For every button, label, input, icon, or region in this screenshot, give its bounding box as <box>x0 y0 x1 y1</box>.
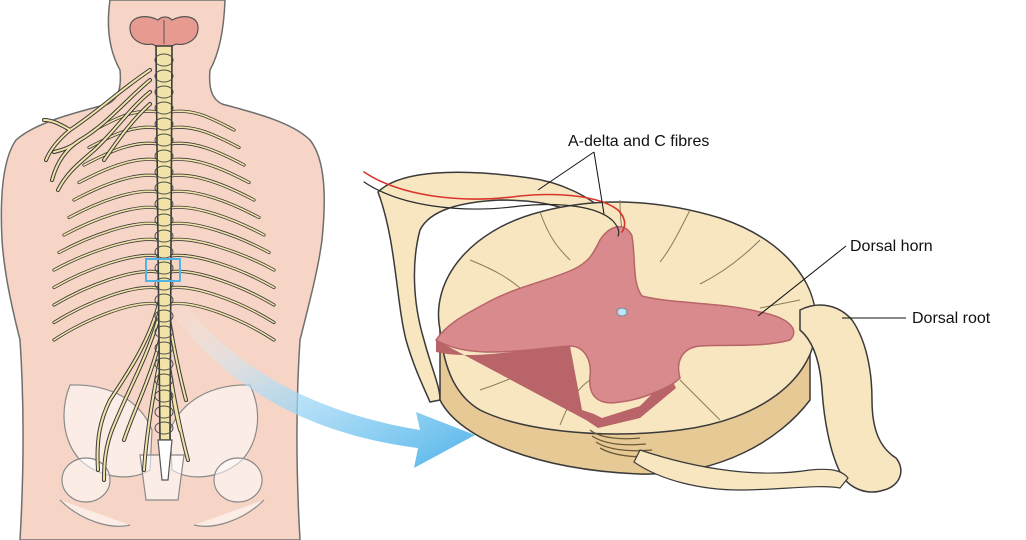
label-fibres: A-delta and C fibres <box>568 133 709 150</box>
label-dorsal-horn: Dorsal horn <box>850 238 933 255</box>
leader-fibres-1 <box>538 152 594 190</box>
right-nerve-root <box>800 305 901 492</box>
brain <box>130 17 198 47</box>
label-dorsal-root: Dorsal root <box>912 310 991 327</box>
central-canal <box>617 308 627 316</box>
human-back-figure <box>1 0 324 540</box>
